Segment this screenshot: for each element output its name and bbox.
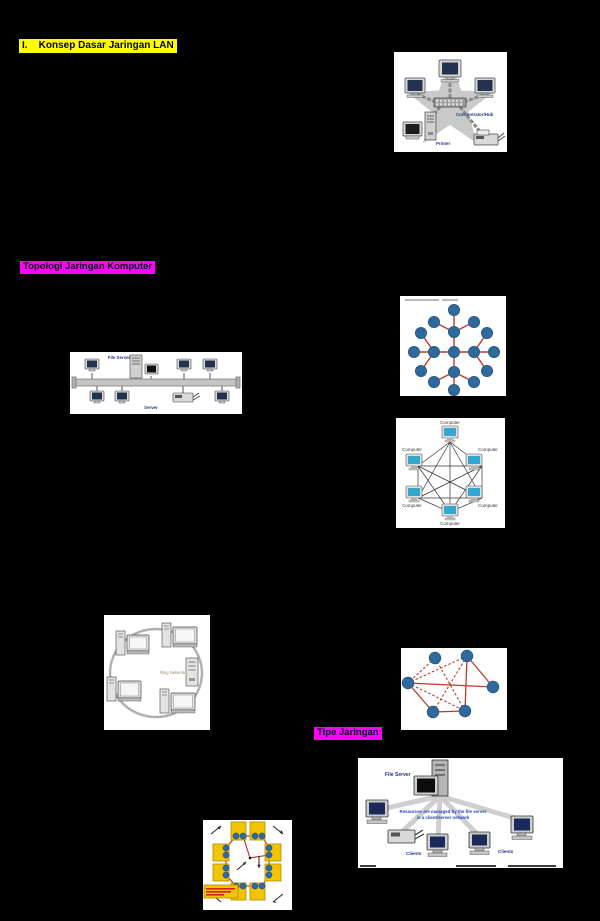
printer-icon	[473, 129, 506, 146]
clients-label: Clients	[406, 851, 422, 856]
computer-icon	[465, 485, 483, 503]
server-tower-icon	[185, 657, 199, 687]
bus-cable	[71, 376, 241, 389]
printer-icon	[172, 392, 201, 403]
computer-label: Computer	[440, 420, 460, 425]
workstation-icon	[89, 390, 105, 404]
workstation-icon	[159, 688, 196, 714]
network-nodes	[407, 303, 501, 396]
figure-bus-topology: File Server Server	[70, 352, 242, 414]
monitor-icon	[402, 121, 423, 140]
workstation-icon	[84, 358, 100, 372]
client-computer-icon	[426, 833, 449, 857]
file-server-icon	[129, 354, 143, 379]
hub-icon	[433, 97, 467, 108]
computer-icon	[438, 59, 462, 83]
computer-label: Computer	[402, 447, 422, 452]
computer-icon	[405, 453, 423, 471]
workstation-icon	[161, 622, 198, 648]
section-heading-tipe-jaringan: Tipe Jaringan	[314, 727, 382, 740]
file-server-label: File Server	[108, 355, 131, 360]
figure-partial-mesh-topology	[401, 648, 507, 730]
computer-icon	[405, 485, 423, 503]
figure-ring-network: Ring Network	[104, 615, 210, 730]
figure-star-lan: Concentrator/Hub Printer	[394, 52, 507, 152]
computer-icon	[441, 503, 459, 521]
computer-label: Computer	[402, 503, 422, 508]
section-heading-topologi: Topologi Jaringan Komputer	[20, 261, 156, 274]
computer-label: Computer	[478, 447, 498, 452]
client-computer-icon	[468, 831, 491, 855]
clients-label: Clients	[498, 849, 514, 854]
server-tower-icon	[424, 111, 437, 141]
workstation-icon	[106, 676, 142, 702]
caption-smudge	[405, 299, 458, 301]
computer-icon	[474, 77, 496, 98]
monitor-icon	[144, 363, 159, 375]
workstation-icon	[214, 390, 230, 404]
token-dot	[248, 856, 252, 860]
computer-label: Computer	[478, 503, 498, 508]
network-nodes	[401, 649, 500, 719]
client-computer-icon	[510, 815, 534, 840]
workstation-icon	[114, 390, 130, 404]
figure-client-server: File Server Resources are managed by the…	[358, 758, 563, 868]
figure-token-ring	[203, 820, 292, 910]
computer-label: Computer	[440, 521, 460, 526]
section-heading-konsep-dasar: I. Konsep Dasar Jaringan LAN	[19, 39, 177, 53]
workstation-icon	[115, 630, 150, 656]
cropped-text-smudge	[360, 865, 556, 867]
caption-line-2: in a client/server network	[417, 815, 470, 820]
workstation-icon	[176, 358, 192, 372]
file-server-label: File Server	[385, 772, 411, 778]
ring-network-label: Ring Network	[160, 670, 186, 675]
hub-label: Concentrator/Hub	[456, 112, 494, 117]
server-label: Server	[144, 405, 158, 410]
file-server-icon	[413, 759, 449, 797]
printer-label: Printer	[436, 141, 450, 146]
computer-icon	[404, 77, 426, 98]
computer-icon	[441, 425, 459, 443]
note-label	[203, 884, 239, 899]
figure-mesh-topology: Computer Computer Computer Computer Comp…	[396, 418, 505, 528]
station-ports	[222, 832, 273, 890]
figure-star-snowflake-topology	[400, 296, 506, 396]
client-computer-icon	[365, 799, 389, 824]
workstation-icon	[202, 358, 218, 372]
ring-cable	[108, 627, 204, 719]
caption-line-1: Resources are managed by the file server	[400, 809, 487, 814]
computer-icon	[465, 453, 483, 471]
token-ring-links	[225, 835, 270, 887]
printer-icon	[387, 829, 425, 844]
